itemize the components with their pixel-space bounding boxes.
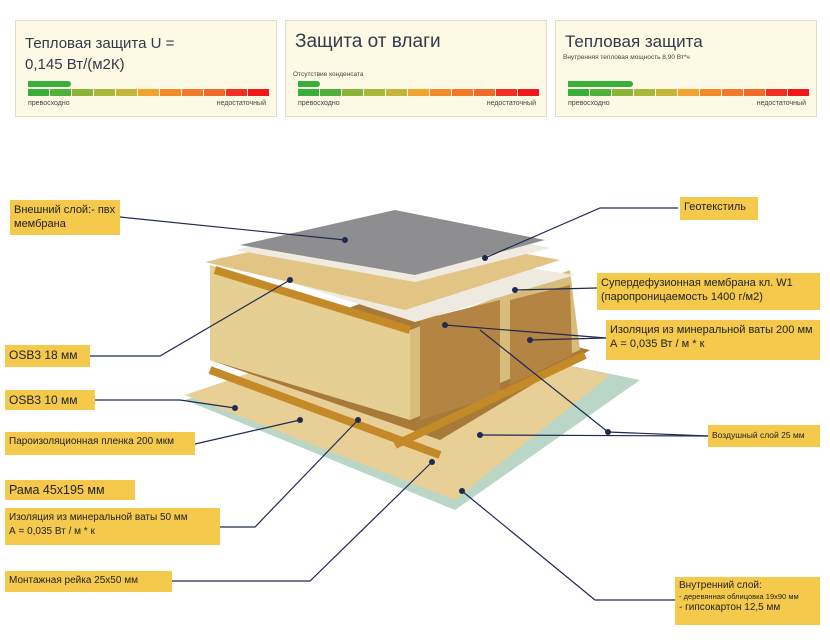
label-osb18: OSB3 18 мм: [5, 345, 90, 367]
rating-segment: [590, 89, 611, 96]
rating-segment: [386, 89, 407, 96]
rating-segment: [452, 89, 473, 96]
high-label: недостаточный: [216, 100, 266, 107]
card-title: Тепловая защита: [565, 32, 703, 51]
label-insulation-200: Изоляция из минеральной ваты 200 мм А = 0…: [606, 320, 820, 360]
card-title: Тепловая защита U = 0,145 Вт/(м2К): [25, 35, 175, 73]
label-outer-layer: Внешний слой:- пвх мембрана: [10, 200, 120, 235]
label-osb10: OSB3 10 мм: [5, 390, 95, 410]
rating-indicator: [568, 81, 633, 87]
card-thermal-u: Тепловая защита U = 0,145 Вт/(м2К) прево…: [15, 20, 277, 117]
pvc-membrane: [240, 210, 545, 275]
rating-segment: [678, 89, 699, 96]
low-label: превосходно: [568, 100, 610, 107]
label-line: А = 0,035 Вт / м * к: [610, 338, 705, 350]
card-subtitle: Отсутствие конденсата: [293, 71, 364, 78]
rating-segment: [568, 89, 589, 96]
low-label: превосходно: [28, 100, 70, 107]
rating-segment: [94, 89, 115, 96]
card-title: Защита от влаги: [295, 31, 441, 52]
high-label: недостаточный: [486, 100, 536, 107]
label-line: Изоляция из минеральной ваты 200 мм: [610, 324, 813, 336]
rating-segment: [72, 89, 93, 96]
rating-bar: [28, 89, 269, 96]
label-insulation-50: Изоляция из минеральной ваты 50 мм А = 0,…: [5, 508, 220, 545]
label-line: Изоляция из минеральной ваты 50 мм: [9, 512, 188, 523]
rating-segment: [656, 89, 677, 96]
label-geotextile: Геотекстиль: [680, 197, 758, 220]
rating-segment: [320, 89, 341, 96]
rating-segment: [138, 89, 159, 96]
rating-segment: [634, 89, 655, 96]
label-air-gap: Воздушный слой 25 мм: [708, 425, 820, 447]
rating-segment: [496, 89, 517, 96]
rating-segment: [342, 89, 363, 96]
rating-segment: [408, 89, 429, 96]
rating-segment: [28, 89, 49, 96]
rating-bar: [298, 89, 539, 96]
rating-segment: [116, 89, 137, 96]
rating-segment: [474, 89, 495, 96]
insulation-200-b: [510, 285, 572, 385]
rating-segment: [182, 89, 203, 96]
card-subtitle: Внутренняя тепловая мощность 8,90 Вт*ч: [563, 54, 690, 61]
rating-segment: [364, 89, 385, 96]
rating-segment: [518, 89, 539, 96]
rating-segment: [744, 89, 765, 96]
rating-segment: [612, 89, 633, 96]
label-line: Супердефузионная мембрана кл. W1: [601, 277, 793, 289]
rating-segment: [722, 89, 743, 96]
rating-segment: [298, 89, 319, 96]
label-line: - гипсокартон 12,5 мм: [679, 602, 781, 613]
card-moisture: Защита от влаги Отсутствие конденсата пр…: [285, 20, 547, 117]
label-vapor-barrier: Пароизоляционная пленка 200 мкм: [5, 432, 195, 455]
label-membrane: Супердефузионная мембрана кл. W1 (паропро…: [597, 273, 820, 310]
rating-segment: [788, 89, 809, 96]
rating-segment: [204, 89, 225, 96]
low-label: превосходно: [298, 100, 340, 107]
rating-segment: [430, 89, 451, 96]
label-line: А = 0,035 Вт / м * к: [9, 526, 95, 537]
rating-segment: [226, 89, 247, 96]
label-frame: Рама 45х195 мм: [5, 480, 135, 500]
rating-indicator: [298, 81, 320, 87]
rating-indicator: [28, 81, 71, 87]
card-thermal: Тепловая защита Внутренняя тепловая мощн…: [555, 20, 817, 117]
rating-segment: [700, 89, 721, 96]
high-label: недостаточный: [756, 100, 806, 107]
rating-segment: [50, 89, 71, 96]
label-line: (паропроницаемость 1400 г/м2): [601, 291, 763, 303]
label-line: Внутренний слой:: [679, 580, 762, 591]
label-line: - деревянная облицовка 19х90 мм: [679, 592, 799, 601]
rating-bar: [568, 89, 809, 96]
rating-segment: [766, 89, 787, 96]
label-rail: Монтажная рейка 25х50 мм: [5, 571, 172, 592]
label-inner-layer: Внутренний слой:- деревянная облицовка 1…: [675, 577, 820, 625]
rating-segment: [160, 89, 181, 96]
frame-front: [210, 265, 410, 420]
rating-segment: [248, 89, 269, 96]
